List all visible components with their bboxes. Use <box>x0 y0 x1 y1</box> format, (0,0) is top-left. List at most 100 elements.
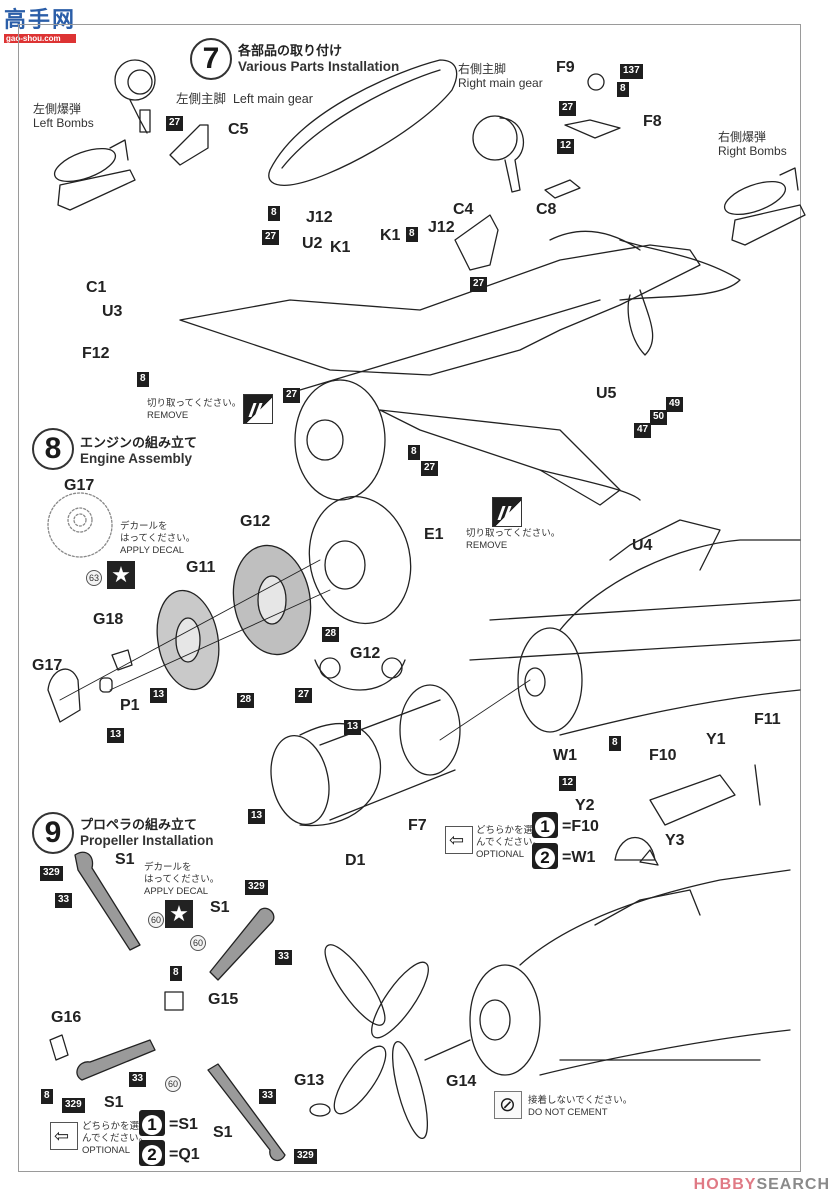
remove-note-en: REMOVE <box>147 409 189 421</box>
part-label-w1: W1 <box>553 747 577 764</box>
option-2-value: =Q1 <box>169 1146 200 1163</box>
part-label-c1: C1 <box>86 279 107 296</box>
part-label-g12: G12 <box>240 513 271 530</box>
site-logo-sub: gao-shou.com <box>4 34 77 43</box>
step-8-title-en: Engine Assembly <box>80 451 193 466</box>
optional-note: どちらかを選 んでください。 OPTIONAL <box>82 1121 148 1157</box>
f11-antenna-drawing <box>754 764 761 806</box>
remove-note: 切り取ってください。 REMOVE <box>466 528 560 552</box>
option-1-badge: 1 <box>139 1110 165 1136</box>
right-main-gear-drawing <box>472 115 524 193</box>
paint-code-12: 12 <box>557 139 575 154</box>
optional-jp-2: んでください。 <box>82 1132 149 1144</box>
aircraft-step8-drawing <box>439 519 801 741</box>
part-label-g17: G17 <box>32 657 63 674</box>
part-label-c5: C5 <box>228 121 249 138</box>
paint-code-27: 27 <box>166 116 184 131</box>
part-label-g15: G15 <box>208 991 239 1008</box>
apply-decal-jp-1: デカールを <box>120 521 168 532</box>
right-main-gear-label: 右側主脚 Right main gear <box>458 62 543 91</box>
part-label-f9: F9 <box>556 59 575 76</box>
remove-icon <box>492 497 522 527</box>
part-label-f10: F10 <box>649 747 677 764</box>
hobby-search-watermark: HOBBYSEARCH <box>694 1176 830 1194</box>
step-8-number: 8 <box>32 428 74 470</box>
paint-code-13: 13 <box>248 809 266 824</box>
right-main-gear-jp: 右側主脚 <box>458 62 507 76</box>
decal-star-icon: ★ <box>165 900 193 928</box>
paint-code-33: 33 <box>259 1089 277 1104</box>
paint-code-27: 27 <box>421 461 439 476</box>
paint-code-8: 8 <box>268 206 280 221</box>
g17-gear-drawing <box>47 668 81 723</box>
g17-decal-diagram <box>47 492 113 558</box>
part-label-s1: S1 <box>104 1094 124 1111</box>
part-label-g16: G16 <box>51 1009 82 1026</box>
paint-code-13: 13 <box>150 688 168 703</box>
paint-code-27: 27 <box>559 101 577 116</box>
part-label-y3: Y3 <box>665 832 685 849</box>
watermark-brand: HOBBY <box>693 1176 757 1193</box>
g18-part-drawing <box>111 649 133 671</box>
paint-code-137: 137 <box>620 64 643 79</box>
paint-code-8: 8 <box>41 1089 53 1104</box>
left-main-gear-en: Left main gear <box>232 92 313 106</box>
paint-code-33: 33 <box>55 893 73 908</box>
step-9-title-en: Propeller Installation <box>80 833 214 848</box>
left-bombs-drawing <box>53 139 136 211</box>
step-9-title-jp: プロペラの組み立て <box>80 817 198 832</box>
remove-note: 切り取ってください。 REMOVE <box>147 398 241 422</box>
right-bombs-jp: 右側爆弾 <box>718 130 767 144</box>
left-bombs-en: Left Bombs <box>33 116 94 131</box>
optional-jp-1: どちらかを選 <box>82 1121 140 1132</box>
watermark-suffix: SEARCH <box>756 1176 830 1193</box>
paint-code-27: 27 <box>470 277 488 292</box>
site-logo: 高手网 gao-shou.com <box>4 2 77 43</box>
decal-number-60: 60 <box>165 1076 181 1092</box>
fuselage-step7-drawing <box>179 230 741 506</box>
step-7-title-en: Various Parts Installation <box>238 59 400 74</box>
decal-star-icon: ★ <box>107 561 135 589</box>
part-label-u2: U2 <box>302 235 323 252</box>
do-not-cement-glyph: ⊘ <box>499 1094 516 1116</box>
paint-code-13: 13 <box>107 728 125 743</box>
paint-code-47: 47 <box>634 423 652 438</box>
step-7-title-jp: 各部品の取り付け <box>238 43 343 58</box>
part-label-j12: J12 <box>306 209 333 226</box>
paint-code-33: 33 <box>129 1072 147 1087</box>
part-label-j12: J12 <box>428 219 455 236</box>
g15-hub-drawing <box>164 991 184 1011</box>
do-not-cement-en: DO NOT CEMENT <box>528 1106 608 1118</box>
instruction-page-frame <box>18 24 801 1172</box>
f9-part-drawing <box>587 73 605 91</box>
part-label-g13: G13 <box>294 1072 325 1089</box>
paint-code-8: 8 <box>617 82 629 97</box>
paint-code-8: 8 <box>408 445 420 460</box>
left-main-gear-label: 左側主脚 Left main gear <box>176 88 313 107</box>
decal-number-60: 60 <box>190 935 206 951</box>
step-9-title: プロペラの組み立て Propeller Installation <box>80 814 214 848</box>
part-label-f7: F7 <box>408 817 427 834</box>
option-1-number: 1 <box>142 1115 162 1135</box>
part-label-k1: K1 <box>330 239 351 256</box>
step-7-number: 7 <box>190 38 232 80</box>
paint-code-27: 27 <box>283 388 301 403</box>
part-label-g18: G18 <box>93 611 124 628</box>
paint-code-27: 27 <box>262 230 280 245</box>
left-bombs-jp: 左側爆弾 <box>33 102 82 116</box>
step-8-title: エンジンの組み立て Engine Assembly <box>80 432 197 466</box>
y1-canopy-drawing <box>649 774 736 826</box>
right-bombs-drawing <box>723 167 806 246</box>
paint-code-49: 49 <box>666 397 684 412</box>
remove-note-jp: 切り取ってください。 <box>466 528 561 539</box>
optional-en: OPTIONAL <box>82 1144 131 1156</box>
right-bombs-label: 右側爆弾 Right Bombs <box>718 130 787 159</box>
part-label-s1: S1 <box>213 1124 233 1141</box>
do-not-cement-note: 接着しないでください。 DO NOT CEMENT <box>528 1095 632 1119</box>
paint-code-8: 8 <box>609 736 621 751</box>
paint-code-329: 329 <box>40 866 63 881</box>
apply-decal-jp-2: はってください。 <box>144 873 220 885</box>
assembled-propeller-drawing <box>309 944 429 1140</box>
site-logo-text: 高手网 <box>4 7 77 32</box>
